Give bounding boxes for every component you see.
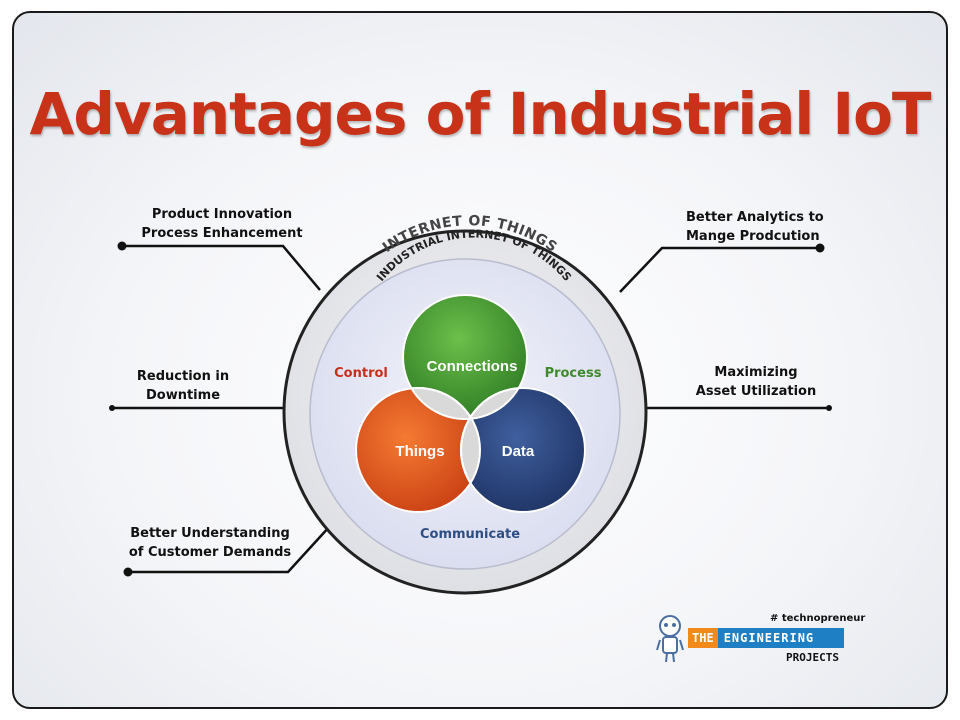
process-label: Process: [545, 366, 602, 381]
logo-projects: PROJECTS: [786, 651, 839, 664]
control-label: Control: [334, 366, 388, 381]
things-label: Things: [395, 443, 444, 460]
connector-dot: [123, 567, 133, 577]
label-better-analytics: Better Analytics to Mange Prodcution: [686, 210, 824, 244]
logo-the: THE: [688, 628, 718, 648]
data-label: Data: [502, 443, 535, 460]
connector-dot: [826, 405, 832, 411]
connector-dot: [109, 405, 115, 411]
label-asset-utilization: Maximizing Asset Utilization: [695, 365, 817, 399]
page-title: Advantages of Industrial IoT: [29, 80, 932, 148]
label-product-innovation: Product Innovation Process Enhancement: [141, 207, 303, 241]
logo-hashtag: # technopreneur: [770, 613, 866, 624]
label-customer-demands: Better Understanding of Customer Demands: [128, 526, 292, 560]
connector-line: [619, 246, 820, 293]
robot-logo-icon: [656, 615, 684, 663]
logo-engineering: ENGINEERING: [717, 628, 844, 648]
connections-label: Connections: [427, 358, 518, 375]
connector-line: [122, 244, 321, 291]
connector-dot: [815, 243, 825, 253]
label-reduction-downtime: Reduction in Downtime: [136, 369, 230, 403]
connector-line: [128, 525, 331, 574]
communicate-label: Communicate: [420, 527, 520, 542]
connector-dot: [117, 241, 127, 251]
logo-banner: THE ENGINEERING: [688, 628, 844, 648]
